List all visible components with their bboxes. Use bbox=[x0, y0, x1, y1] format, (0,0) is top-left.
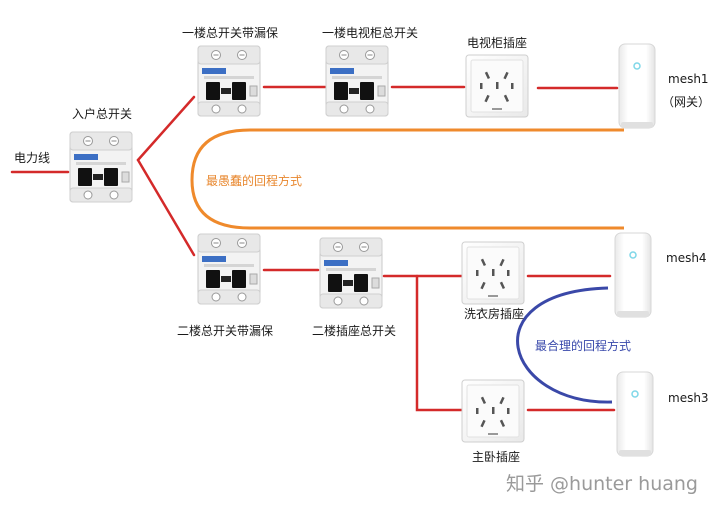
mesh1-label: mesh1 bbox=[668, 72, 709, 86]
mesh3-router-icon bbox=[616, 371, 654, 457]
best-backhaul-label: 最合理的回程方式 bbox=[535, 338, 631, 353]
dumbest-backhaul-curve bbox=[190, 128, 624, 230]
floor1-tv-cabinet-breaker-icon bbox=[325, 45, 389, 117]
laundry-socket-icon bbox=[461, 241, 525, 305]
main-switch-breaker-icon bbox=[69, 131, 133, 203]
floor1-main-rcd-label: 一楼总开关带漏保 bbox=[182, 25, 278, 40]
mesh4-label: mesh4 bbox=[666, 251, 707, 265]
mesh1-router-icon bbox=[618, 43, 656, 129]
power-line-label: 电力线 bbox=[14, 151, 50, 165]
floor2-socket-switch-label: 二楼插座总开关 bbox=[312, 323, 396, 338]
watermark: 知乎 @hunter huang bbox=[506, 473, 698, 495]
floor2-main-rcd-breaker-icon bbox=[197, 233, 261, 305]
mesh1-note-label: （网关） bbox=[662, 95, 710, 109]
laundry-socket-label: 洗衣房插座 bbox=[464, 306, 524, 321]
master-bedroom-socket-label: 主卧插座 bbox=[472, 449, 520, 464]
tv-cabinet-socket-icon bbox=[465, 54, 529, 118]
floor1-tv-cabinet-switch-label: 一楼电视柜总开关 bbox=[322, 25, 418, 40]
best-backhaul-curve bbox=[516, 286, 613, 404]
floor2-main-rcd-label: 二楼总开关带漏保 bbox=[177, 323, 273, 338]
tv-cabinet-socket-label: 电视柜插座 bbox=[467, 35, 527, 50]
main-switch-label: 入户总开关 bbox=[72, 106, 132, 121]
mesh3-label: mesh3 bbox=[668, 391, 709, 405]
dumbest-backhaul-label: 最愚蠢的回程方式 bbox=[206, 173, 302, 188]
floor2-socket-breaker-icon bbox=[319, 237, 383, 309]
mesh4-router-icon bbox=[614, 232, 652, 318]
master-bedroom-socket-icon bbox=[461, 379, 525, 443]
power-wiring bbox=[10, 85, 619, 412]
floor1-main-rcd-breaker-icon bbox=[197, 45, 261, 117]
